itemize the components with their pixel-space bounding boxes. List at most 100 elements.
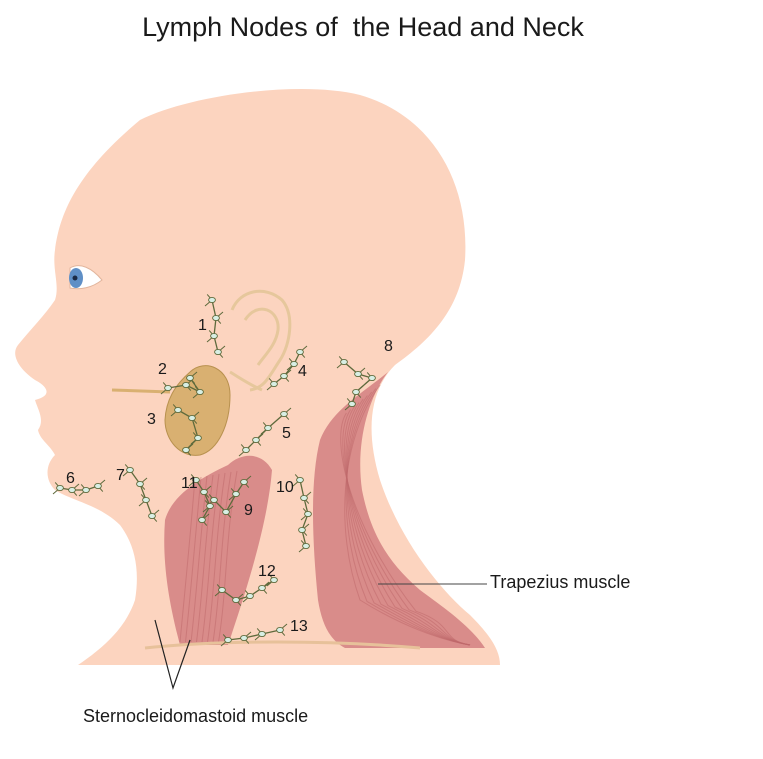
lymph-node [352, 388, 360, 396]
lymph-node [340, 358, 348, 366]
clavicle [144, 640, 421, 650]
lymph-vessel [129, 469, 153, 517]
lymph-node-chain-4 [266, 345, 308, 391]
lymph-node [182, 446, 190, 454]
node-label-5: 5 [282, 425, 291, 442]
trapezius-label: Trapezius muscle [490, 572, 630, 592]
lymph-node-chain-10 [292, 474, 312, 553]
sternocleidomastoid-muscle [164, 455, 272, 645]
node-label-3: 3 [147, 411, 156, 428]
lymph-node [210, 332, 218, 340]
lymph-node-chain-8 [336, 356, 376, 411]
lymph-node [182, 381, 190, 389]
lymph-node [186, 374, 194, 382]
lymph-node-chain-12 [214, 574, 278, 606]
lymph-node [194, 434, 202, 442]
lymph-node [300, 494, 308, 502]
lymph-vessel [245, 413, 285, 451]
parotid-gland [164, 365, 231, 456]
lymph-node [126, 466, 134, 474]
lymph-node [200, 488, 208, 496]
sternocleidomastoid-label: Sternocleidomastoid muscle [83, 706, 308, 726]
lymph-node-chain-2 [160, 371, 204, 399]
lymph-vessel [211, 299, 219, 353]
lymph-node [270, 576, 278, 584]
lymph-vessel [273, 351, 301, 385]
lymph-node [258, 584, 266, 592]
lymph-node [304, 510, 312, 518]
eye [69, 265, 103, 290]
lymph-vessel [227, 629, 281, 641]
lymph-node [242, 446, 250, 454]
node-label-6: 6 [66, 470, 75, 487]
lymph-node [198, 516, 206, 524]
lymph-node [148, 512, 156, 520]
lymph-node [302, 542, 310, 550]
parotid-duct [111, 388, 171, 394]
node-label-13: 13 [290, 618, 308, 635]
node-label-7: 7 [116, 467, 125, 484]
lymph-node [212, 314, 220, 322]
lymph-node [240, 634, 248, 642]
lymph-node-clusters [52, 294, 376, 647]
node-label-2: 2 [158, 361, 167, 378]
lymph-node [164, 384, 172, 392]
lymph-vessel [195, 479, 211, 521]
lymph-node [246, 592, 254, 600]
lymph-node [258, 630, 266, 638]
lymph-node [174, 406, 182, 414]
lymph-vessel [59, 485, 99, 491]
lymph-node [224, 636, 232, 644]
lymph-vessel [167, 377, 201, 393]
lymph-node [232, 596, 240, 604]
lymph-node [280, 410, 288, 418]
lymph-node [196, 388, 204, 396]
head-silhouette [15, 89, 500, 665]
lymph-node [206, 502, 214, 510]
sternocleidomastoid-leader-lines [154, 619, 191, 691]
muscle-fibers [179, 384, 471, 646]
lymph-node [222, 508, 230, 516]
node-label-12: 12 [258, 563, 276, 580]
node-label-8: 8 [384, 338, 393, 355]
lymph-node [188, 414, 196, 422]
lymph-node [68, 486, 76, 494]
lymph-node [210, 496, 218, 504]
ear [229, 289, 292, 392]
lymph-node [276, 626, 284, 634]
lymph-vessel [177, 409, 199, 451]
lymph-node-chain-7 [122, 464, 160, 522]
node-label-4: 4 [298, 363, 307, 380]
lymph-node-chain-11 [188, 474, 214, 526]
node-label-9: 9 [244, 502, 253, 519]
lymph-node [192, 476, 200, 484]
lymph-node [264, 424, 272, 432]
lymph-node [82, 486, 90, 494]
lymph-node [240, 478, 248, 486]
node-label-10: 10 [276, 479, 294, 496]
diagram-title: Lymph Nodes of the Head and Neck [142, 12, 584, 42]
lymph-node-chain-13 [220, 623, 288, 647]
lymph-node [348, 400, 356, 408]
lymph-node [270, 380, 278, 388]
lymph-node-chain-5 [238, 407, 292, 457]
lymph-node [298, 526, 306, 534]
lymph-node [252, 436, 260, 444]
lymph-node [368, 374, 376, 382]
lymph-vessel [213, 481, 245, 514]
lymph-node [296, 348, 304, 356]
lymph-node [296, 476, 304, 484]
node-label-1: 1 [198, 317, 207, 334]
lymph-node [218, 586, 226, 594]
trapezius-muscle [313, 372, 485, 648]
lymph-node [136, 480, 144, 488]
lymph-node [280, 372, 288, 380]
lymph-node [214, 348, 222, 356]
lymph-node-chain-3 [170, 404, 202, 456]
node-label-11: 11 [181, 475, 198, 492]
lymph-node [94, 482, 102, 490]
lymph-node [290, 360, 298, 368]
lymph-node [354, 370, 362, 378]
